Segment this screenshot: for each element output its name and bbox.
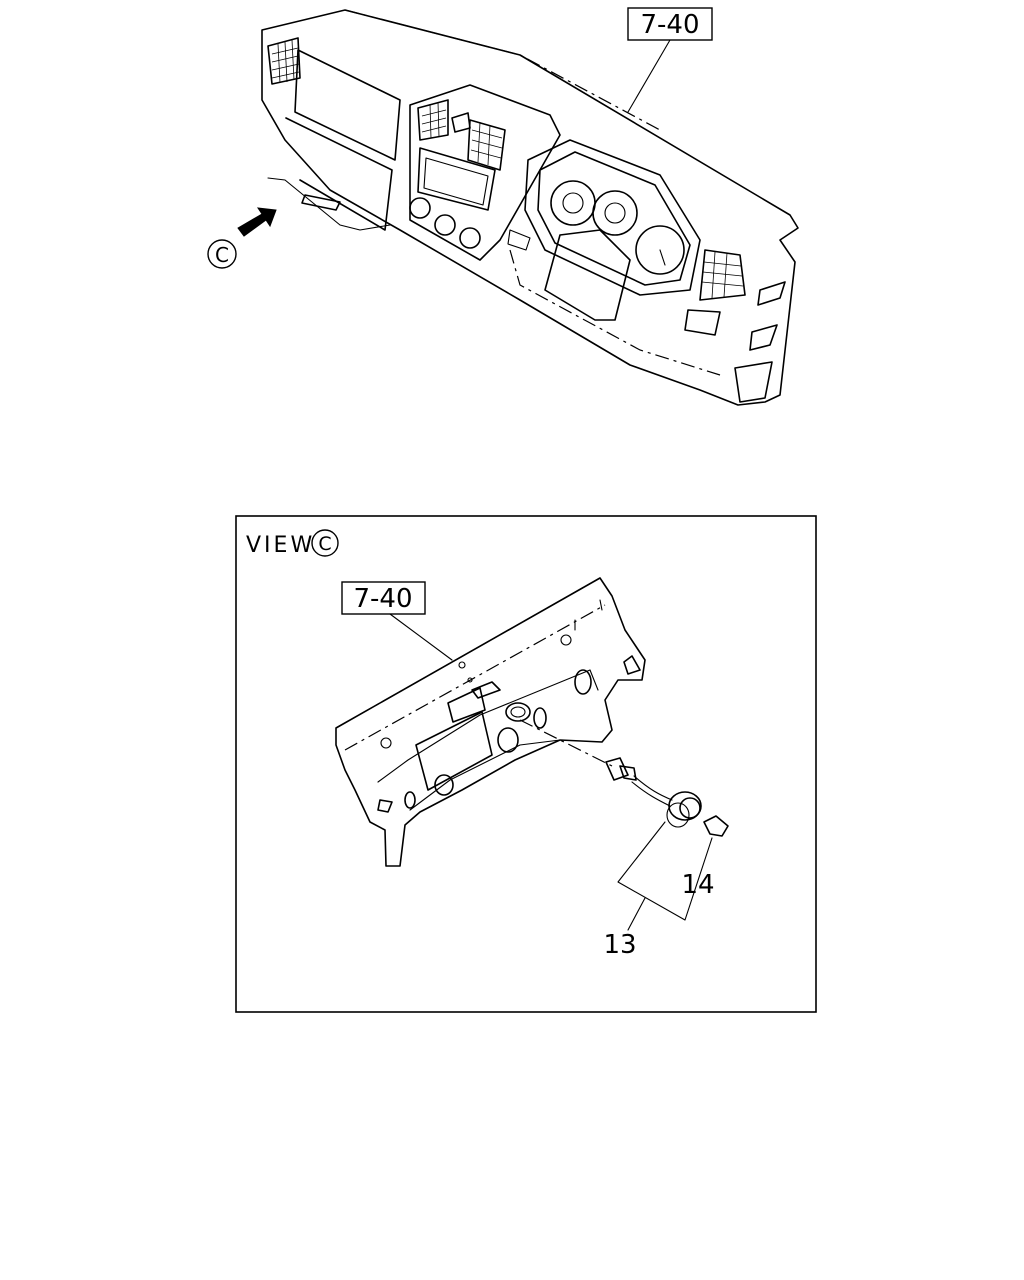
view-title: VIEW — [246, 533, 315, 558]
detail-view-frame — [235, 515, 817, 1013]
view-marker-detail: C — [311, 529, 339, 557]
view-arrow-icon — [237, 207, 277, 237]
svg-text:C: C — [215, 243, 229, 267]
bulb-socket-assembly — [519, 719, 729, 837]
part-label-13: 13 — [603, 930, 636, 960]
dashboard-illustration — [261, 9, 799, 406]
instrument-panel-bracket — [335, 577, 646, 867]
view-marker-top: C — [207, 239, 237, 269]
ref-label-detail: 7-40 — [353, 584, 412, 614]
leader-part-13 — [617, 821, 713, 921]
leader-part-13-stem — [627, 897, 646, 931]
ref-box-detail: 7-40 — [341, 581, 426, 615]
ref-box-top: 7-40 — [627, 7, 713, 41]
part-label-14: 14 — [681, 870, 714, 900]
leader-line-top — [627, 39, 671, 113]
leader-line-detail — [389, 613, 453, 661]
svg-text:C: C — [318, 533, 331, 555]
ref-label-top: 7-40 — [640, 10, 699, 40]
